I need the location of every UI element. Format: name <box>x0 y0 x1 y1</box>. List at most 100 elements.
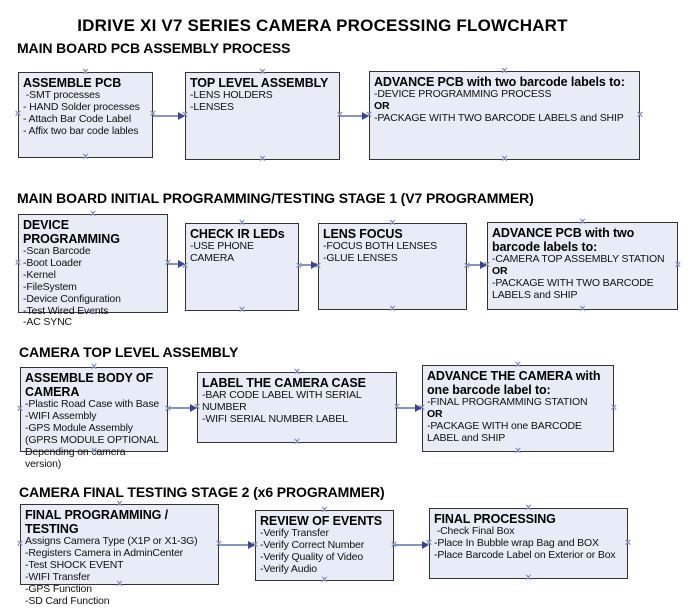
node-assemble-pcb[interactable]: ASSEMBLE PCB -SMT processes- HAND Solder… <box>15 67 156 163</box>
flow-arrow <box>219 541 255 549</box>
node-line: -AC SYNC <box>23 316 72 329</box>
node-line: -GPS Function <box>25 582 92 595</box>
node-title: TOP LEVEL ASSEMBLY <box>190 76 329 90</box>
node-lines: -LENS HOLDERS-LENSES <box>190 89 335 114</box>
connection-point-icon: × <box>674 259 682 271</box>
connection-point-icon: × <box>238 304 246 316</box>
node-line: Assigns Camera Type (X1P or X1-3G) <box>25 535 198 547</box>
connection-point-icon: × <box>636 108 644 121</box>
node-line: -WIFI Transfer <box>25 570 90 583</box>
node-device-programming[interactable]: DEVICE PROGRAMMING -Scan Barcode-Boot Lo… <box>15 209 171 329</box>
connection-point-icon: × <box>514 445 522 457</box>
node-line: -Registers Camera in AdminCenter <box>25 546 184 559</box>
node-title: ADVANCE PCB with two barcode labels to: <box>492 226 635 254</box>
node-line: -GLUE LENSES <box>323 251 398 264</box>
flow-arrow <box>340 112 369 120</box>
arrowhead-icon <box>362 112 369 120</box>
connection-point-icon: × <box>525 572 532 584</box>
arrow-line <box>340 115 364 117</box>
node-assemble-body-of-camera[interactable]: ASSEMBLE BODY OF CAMERA -Plastic Road Ca… <box>17 362 171 470</box>
node-line: - Affix two bar code lables <box>23 124 139 137</box>
connection-point-icon: × <box>16 402 24 415</box>
flow-arrow <box>299 261 318 269</box>
connection-point-icon: × <box>624 536 632 549</box>
node-title: ASSEMBLE BODY OF CAMERA <box>25 371 154 399</box>
node-final-programming-testing[interactable]: FINAL PROGRAMMING / TESTING Assigns Came… <box>17 499 222 607</box>
node-title: LENS FOCUS <box>323 227 403 241</box>
flow-arrow <box>168 404 197 412</box>
node-line: OR <box>492 264 508 277</box>
arrow-line <box>219 544 250 546</box>
node-line: -Device Configuration <box>23 292 121 305</box>
section-heading-initial-programming: MAIN BOARD INITIAL PROGRAMMING/TESTING S… <box>17 190 534 206</box>
section-heading-final-testing: CAMERA FINAL TESTING STAGE 2 (x6 PROGRAM… <box>19 484 385 500</box>
node-line: -Place In Bubble wrap Bag and BOX <box>434 536 599 549</box>
node-line: -Plastic Road Case with Base <box>25 398 160 410</box>
connection-point-icon: × <box>610 401 618 414</box>
node-lines: -Verify Transfer-Verify Correct Number-V… <box>260 527 389 576</box>
node-line: -CAMERA TOP ASSEMBLY STATION <box>492 253 665 265</box>
node-line: -PACKAGE WITH one BARCODE LABEL and SHIP <box>427 419 585 444</box>
node-review-of-events[interactable]: REVIEW OF EVENTS -Verify Transfer-Verify… <box>252 505 397 586</box>
node-lines: -SMT processes- HAND Solder processes- A… <box>23 89 148 138</box>
node-title: ASSEMBLE PCB <box>23 76 122 90</box>
node-advance-pcb-two-labels-stage1[interactable]: ADVANCE PCB with two barcode labels to: … <box>484 217 681 315</box>
node-line: -Verify Quality of Video <box>260 550 364 563</box>
node-top-level-assembly[interactable]: TOP LEVEL ASSEMBLY -LENS HOLDERS-LENSES … <box>182 67 343 165</box>
arrow-line <box>467 264 482 266</box>
arrowhead-icon <box>178 260 185 268</box>
page-title: IDRIVE XI V7 SERIES CAMERA PROCESSING FL… <box>77 16 568 35</box>
node-lens-focus[interactable]: LENS FOCUS -FOCUS BOTH LENSES-GLUE LENSE… <box>315 218 470 315</box>
arrowhead-icon <box>422 541 429 549</box>
node-line: -BAR CODE LABEL WITH SERIAL NUMBER <box>202 389 364 413</box>
connection-point-icon: × <box>259 153 266 165</box>
node-line: -GPS Module Assembly <box>25 421 133 434</box>
node-line: -SMT processes <box>23 89 100 101</box>
node-check-ir-leds[interactable]: CHECK IR LEDs -USE PHONE CAMERA ×××× <box>182 218 302 316</box>
connection-point-icon: × <box>14 108 22 120</box>
connection-point-icon: × <box>293 436 301 448</box>
node-line: -Verify Transfer <box>260 527 329 539</box>
node-line: -LENSES <box>190 100 234 113</box>
arrow-line <box>153 115 180 117</box>
arrow-line <box>299 264 313 266</box>
node-title: ADVANCE THE CAMERA with one barcode labe… <box>427 369 601 397</box>
connection-point-icon: × <box>389 303 396 315</box>
node-line: -FOCUS BOTH LENSES <box>323 240 437 252</box>
node-line: OR <box>374 99 390 112</box>
node-title: FINAL PROGRAMMING / TESTING <box>25 508 169 536</box>
node-lines: -FOCUS BOTH LENSES-GLUE LENSES <box>323 240 462 265</box>
node-line: (GPRS MODULE OPTIONAL Depending on camer… <box>25 433 162 470</box>
node-lines: -BAR CODE LABEL WITH SERIAL NUMBER-WIFI … <box>202 389 392 426</box>
connection-point-icon: × <box>16 537 24 550</box>
node-line: -Boot Loader <box>23 256 82 269</box>
node-line: -Kernel <box>23 268 56 281</box>
connection-point-icon: × <box>14 256 22 269</box>
node-line: -Verify Correct Number <box>260 538 365 551</box>
arrow-line <box>394 544 424 546</box>
node-line: -Test SHOCK EVENT <box>25 558 124 571</box>
node-advance-pcb-two-labels[interactable]: ADVANCE PCB with two barcode labels to: … <box>366 66 643 165</box>
node-lines: -Scan Barcode-Boot Loader-Kernel-FileSys… <box>23 245 163 329</box>
section-heading-camera-top-assembly: CAMERA TOP LEVEL ASSEMBLY <box>19 344 239 360</box>
node-title: FINAL PROCESSING <box>434 512 556 526</box>
arrowhead-icon <box>178 112 185 120</box>
arrowhead-icon <box>311 261 318 269</box>
node-label-the-camera-case[interactable]: LABEL THE CAMERA CASE -BAR CODE LABEL WI… <box>194 367 400 448</box>
arrow-line <box>168 263 180 265</box>
arrowhead-icon <box>415 404 422 412</box>
node-line: -FINAL PROGRAMMING STATION <box>427 396 588 408</box>
node-advance-camera-one-label[interactable]: ADVANCE THE CAMERA with one barcode labe… <box>419 360 617 457</box>
node-line: -PACKAGE WITH TWO BARCODE LABELS and SHI… <box>374 111 624 124</box>
node-line: OR <box>427 407 443 420</box>
connection-point-icon: × <box>321 574 328 586</box>
node-line: -DEVICE PROGRAMMING PROCESS <box>374 88 552 100</box>
flow-arrow <box>394 541 429 549</box>
node-lines: -Check Final Box-Place In Bubble wrap Ba… <box>434 525 623 562</box>
flow-arrow <box>467 261 487 269</box>
connection-point-icon: × <box>501 153 508 165</box>
node-final-processing[interactable]: FINAL PROCESSING -Check Final Box-Place … <box>426 503 631 584</box>
